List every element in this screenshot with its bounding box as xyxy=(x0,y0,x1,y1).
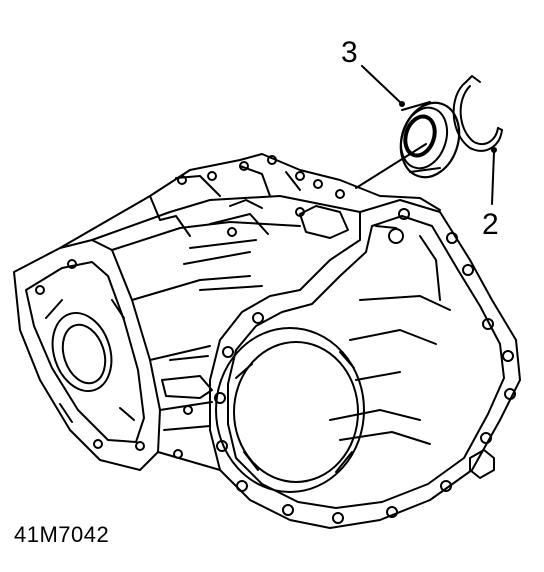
front-flange xyxy=(13,239,161,471)
callout-2-leader xyxy=(491,151,495,205)
bearing-leader-line xyxy=(355,143,427,189)
snap-ring xyxy=(452,75,503,153)
callout-label-3: 3 xyxy=(341,36,358,69)
bearing xyxy=(399,101,461,179)
callout-3-dot xyxy=(399,101,405,107)
rear-housing xyxy=(209,199,521,529)
callout-label-2: 2 xyxy=(482,208,499,241)
figure-id: 41M7042 xyxy=(14,522,110,547)
case-underside xyxy=(161,355,213,459)
case-body xyxy=(59,153,441,471)
callout-3-leader xyxy=(361,65,403,105)
